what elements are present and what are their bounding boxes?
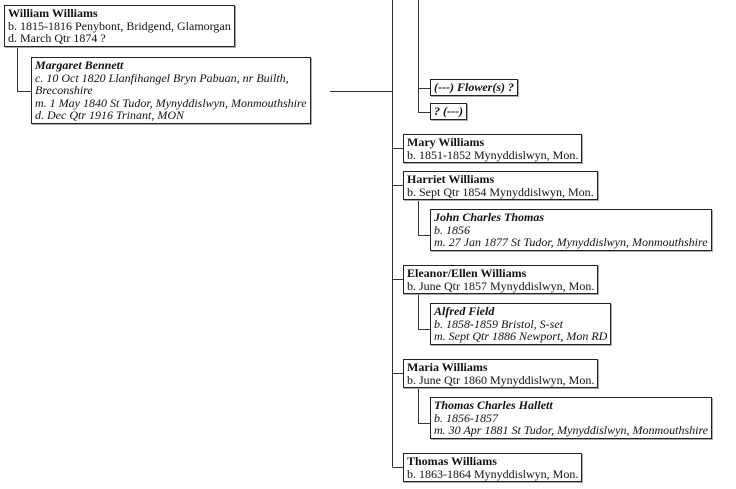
person-name: ? (---) xyxy=(434,104,463,118)
person-marriage: m. Sept Qtr 1886 Newport, Mon RD xyxy=(434,329,608,343)
person-birth: b. 1856 xyxy=(434,222,470,237)
person-box-mary-williams[interactable]: Mary Williams b. 1851-1852 Mynyddislwyn,… xyxy=(403,134,583,163)
person-birth: b. June Qtr 1860 Mynyddislwyn, Mon. xyxy=(407,372,595,387)
person-box-flower[interactable]: (---) Flower(s) ? xyxy=(430,79,518,96)
person-birth: b. 1858-1859 Bristol, S-set xyxy=(434,316,563,331)
person-name: Eleanor/Ellen Williams xyxy=(407,266,527,280)
person-marriage: m. 1 May 1840 St Tudor, Mynyddislwyn, Mo… xyxy=(35,95,307,110)
person-box-william-williams[interactable]: William Williams b. 1815-1816 Penybont, … xyxy=(4,5,235,47)
person-birth: b. Sept Qtr 1854 Mynyddislwyn, Mon. xyxy=(407,184,594,199)
person-birth: b. 1851-1852 Mynyddislwyn, Mon. xyxy=(407,147,579,162)
person-death: d. Dec Qtr 1916 Trinant, MON xyxy=(35,108,185,122)
person-name: Thomas Charles Hallett xyxy=(434,398,553,412)
person-name: Alfred Field xyxy=(434,304,495,318)
person-birth: b. June Qtr 1857 Mynyddislwyn, Mon. xyxy=(407,278,595,293)
connector-hallett xyxy=(418,388,430,424)
person-box-alfred-field[interactable]: Alfred Field b. 1858-1859 Bristol, S-set… xyxy=(430,303,612,345)
person-name: Mary Williams xyxy=(407,135,485,149)
person-name: Thomas Williams xyxy=(407,454,497,468)
person-box-harriet-williams[interactable]: Harriet Williams b. Sept Qtr 1854 Mynydd… xyxy=(403,171,598,200)
person-box-margaret-bennett[interactable]: Margaret Bennett c. 10 Oct 1820 Llanfiha… xyxy=(31,57,311,124)
connector-john xyxy=(418,200,430,236)
sub-trunk xyxy=(418,0,430,113)
person-death: d. March Qtr 1874 ? xyxy=(8,31,106,45)
connector-alfred xyxy=(418,294,430,330)
person-name: Margaret Bennett xyxy=(35,58,124,72)
person-name: John Charles Thomas xyxy=(434,210,545,224)
person-birth: b. 1856-1857 xyxy=(434,410,498,425)
person-name: Maria Williams xyxy=(407,360,488,374)
person-name: Harriet Williams xyxy=(407,172,495,186)
person-box-john-charles-thomas[interactable]: John Charles Thomas b. 1856 m. 27 Jan 18… xyxy=(430,209,712,251)
person-marriage: m. 30 Apr 1881 St Tudor, Mynyddislwyn, M… xyxy=(434,423,709,437)
person-birth: b. 1863-1864 Mynyddislwyn, Mon. xyxy=(407,466,579,481)
person-box-eleanor-williams[interactable]: Eleanor/Ellen Williams b. June Qtr 1857 … xyxy=(403,265,599,294)
person-box-unknown[interactable]: ? (---) xyxy=(430,103,467,120)
person-box-maria-williams[interactable]: Maria Williams b. June Qtr 1860 Mynyddis… xyxy=(403,359,599,388)
person-christening: c. 10 Oct 1820 Llanfihangel Bryn Pabuan,… xyxy=(35,70,289,85)
person-birth: b. 1815-1816 Penybont, Bridgend, Glamorg… xyxy=(8,18,231,33)
person-marriage: m. 27 Jan 1877 St Tudor, Mynyddislwyn, M… xyxy=(434,235,708,249)
person-box-thomas-charles-hallett[interactable]: Thomas Charles Hallett b. 1856-1857 m. 3… xyxy=(430,397,713,439)
person-box-thomas-williams[interactable]: Thomas Williams b. 1863-1864 Mynyddislwy… xyxy=(403,453,583,482)
person-name: (---) Flower(s) ? xyxy=(434,80,514,94)
person-name: William Williams xyxy=(8,6,98,20)
connector-william-margaret xyxy=(17,48,31,92)
person-christening-cont: Breconshire xyxy=(35,83,93,97)
